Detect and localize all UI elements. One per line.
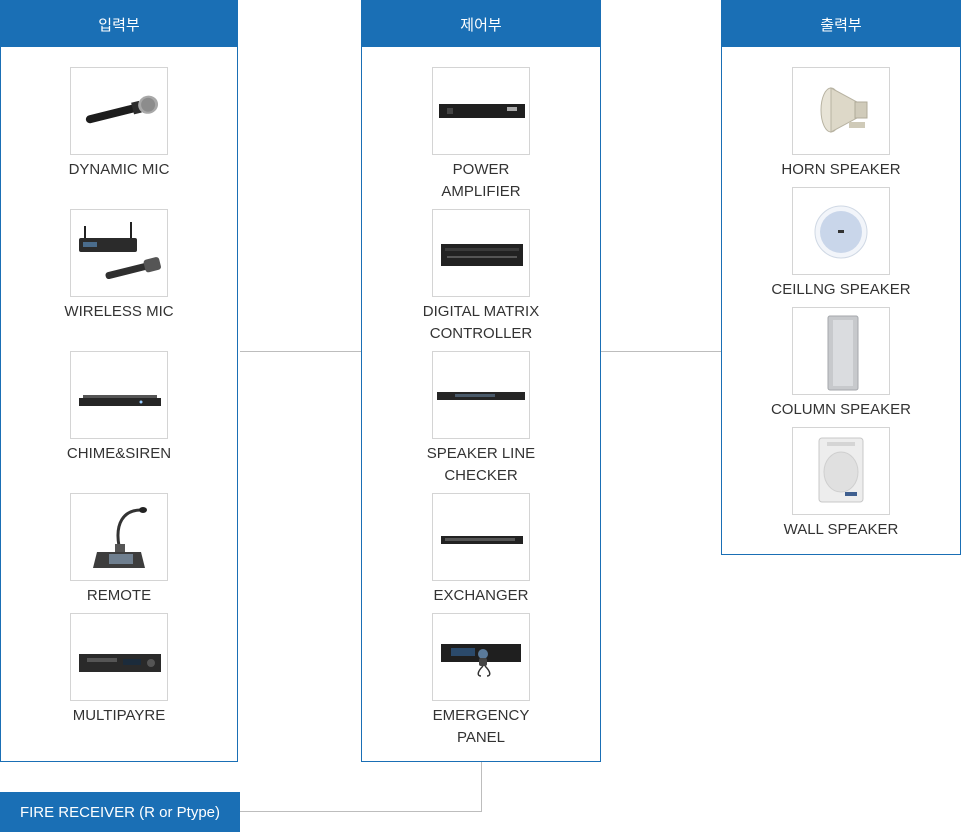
input-item-label: REMOTE bbox=[86, 587, 152, 604]
power-amplifier-icon bbox=[439, 104, 525, 118]
multiplayer-icon bbox=[79, 654, 161, 672]
emergency-panel-icon bbox=[441, 644, 521, 677]
output-section-title: 출력부 bbox=[722, 1, 960, 47]
output-item-horn-speaker[interactable]: HORN SPEAKER bbox=[722, 67, 960, 181]
control-item-exchanger[interactable]: EXCHANGER bbox=[362, 493, 600, 607]
connector-control-fire-vertical bbox=[481, 762, 482, 812]
line-checker-icon bbox=[437, 392, 525, 400]
input-item-label: DYNAMIC MIC bbox=[68, 161, 170, 178]
input-section: 입력부 DYNAMIC MIC bbox=[0, 0, 238, 762]
output-item-label: COLUMN SPEAKER bbox=[770, 401, 912, 418]
output-item-label: HORN SPEAKER bbox=[781, 161, 901, 178]
exchanger-icon bbox=[441, 536, 523, 544]
output-item-label: CEILLNG SPEAKER bbox=[771, 281, 911, 298]
control-item-label: EXCHANGER bbox=[433, 587, 529, 604]
control-section: 제어부 POWER AMPLIFIER DIGITAL MATRIX CONTR… bbox=[361, 0, 601, 762]
input-item-wireless-mic[interactable]: WIRELESS MIC bbox=[1, 209, 237, 323]
chime-siren-icon bbox=[79, 395, 161, 406]
control-item-matrix-controller[interactable]: DIGITAL MATRIX CONTROLLER bbox=[362, 209, 600, 345]
control-item-line-checker[interactable]: SPEAKER LINE CHECKER bbox=[362, 351, 600, 487]
horn-speaker-icon bbox=[820, 87, 868, 133]
input-item-label: CHIME&SIREN bbox=[66, 445, 172, 462]
input-item-dynamic-mic[interactable]: DYNAMIC MIC bbox=[1, 67, 237, 181]
input-section-title: 입력부 bbox=[1, 1, 237, 47]
input-item-multiplayer[interactable]: MULTIPAYRE bbox=[1, 613, 237, 727]
fire-receiver-button[interactable]: FIRE RECEIVER (R or Ptype) bbox=[0, 792, 240, 832]
output-section: 출력부 HORN SPEAKER CEILLNG SPEAKER bbox=[721, 0, 961, 555]
column-speaker-icon bbox=[827, 315, 859, 391]
control-item-label: SPEAKER LINE CHECKER bbox=[426, 445, 536, 484]
control-item-label: POWER AMPLIFIER bbox=[441, 161, 521, 200]
input-item-label: WIRELESS MIC bbox=[64, 303, 174, 320]
control-item-label: DIGITAL MATRIX CONTROLLER bbox=[422, 303, 540, 342]
control-item-power-amplifier[interactable]: POWER AMPLIFIER bbox=[362, 67, 600, 203]
remote-mic-icon bbox=[93, 507, 147, 568]
wireless-mic-icon bbox=[79, 222, 161, 280]
input-item-label: MULTIPAYRE bbox=[72, 707, 166, 724]
control-section-title: 제어부 bbox=[362, 1, 600, 47]
output-item-column-speaker[interactable]: COLUMN SPEAKER bbox=[722, 307, 960, 421]
connector-control-fire-horizontal bbox=[240, 811, 482, 812]
input-item-chime-siren[interactable]: CHIME&SIREN bbox=[1, 351, 237, 465]
connector-control-output bbox=[601, 351, 721, 352]
control-item-label: EMERGENCY PANEL bbox=[432, 707, 530, 746]
output-item-label: WALL SPEAKER bbox=[783, 521, 899, 538]
input-item-remote[interactable]: REMOTE bbox=[1, 493, 237, 607]
matrix-controller-icon bbox=[441, 244, 523, 266]
wall-speaker-icon bbox=[818, 437, 864, 503]
control-item-emergency-panel[interactable]: EMERGENCY PANEL bbox=[362, 613, 600, 749]
connector-input-control bbox=[240, 351, 361, 352]
dynamic-mic-icon bbox=[85, 95, 159, 124]
fire-receiver-label: FIRE RECEIVER (R or Ptype) bbox=[19, 803, 221, 821]
ceiling-speaker-icon bbox=[814, 205, 868, 259]
output-item-ceiling-speaker[interactable]: CEILLNG SPEAKER bbox=[722, 187, 960, 301]
output-item-wall-speaker[interactable]: WALL SPEAKER bbox=[722, 427, 960, 541]
